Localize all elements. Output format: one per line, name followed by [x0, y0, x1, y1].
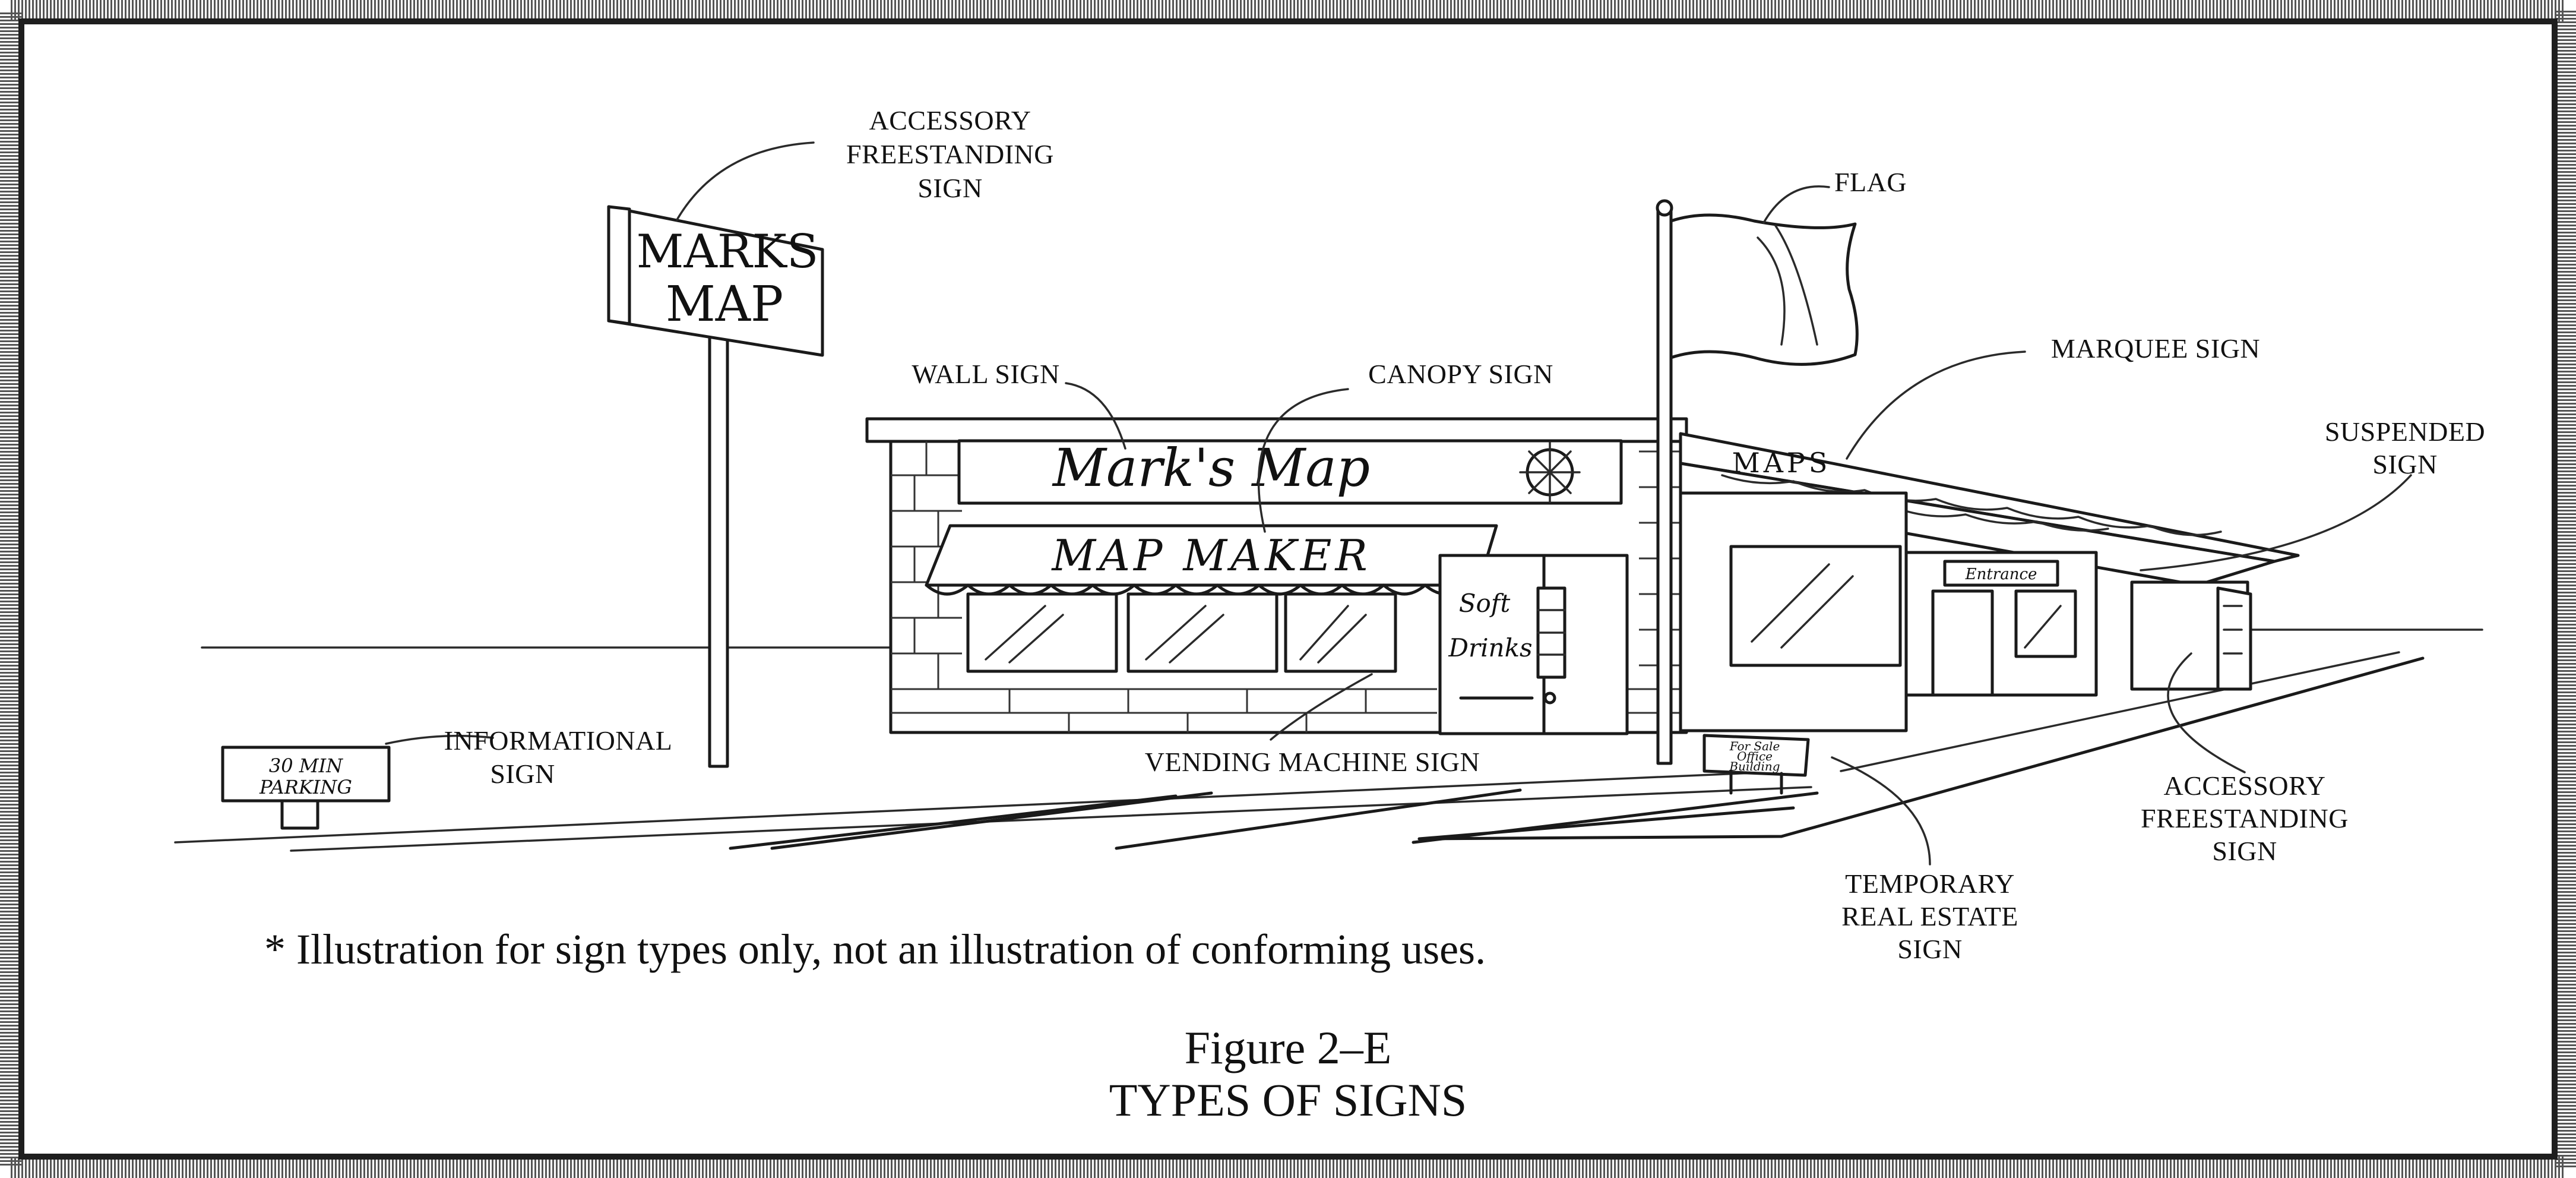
label-canopy-sign: CANOPY SIGN — [1368, 359, 1553, 389]
pole-sign: MARKS MAP — [609, 207, 822, 766]
label-accessory-freestanding-left-2: FREESTANDING — [846, 139, 1054, 169]
figure-number: Figure 2–E — [1185, 1022, 1392, 1073]
canopy-text: MAP MAKER — [1050, 530, 1371, 580]
label-accessory-freestanding-right-3: SIGN — [2212, 836, 2277, 866]
real-estate-line3: Building — [1729, 759, 1780, 773]
label-vending-machine: VENDING MACHINE SIGN — [1145, 747, 1480, 777]
label-accessory-freestanding-right-1: ACCESSORY — [2164, 770, 2326, 801]
label-accessory-freestanding-left-1: ACCESSORY — [869, 105, 1031, 135]
illustration-note: * Illustration for sign types only, not … — [264, 926, 1486, 973]
label-suspended-1: SUSPENDED — [2325, 416, 2485, 447]
parking-sign-line2: PARKING — [259, 776, 352, 798]
vending-machine: Soft Drinks — [1440, 555, 1627, 734]
label-marquee-sign: MARQUEE SIGN — [2051, 333, 2260, 364]
vending-line1: Soft — [1459, 589, 1511, 618]
label-wall-sign: WALL SIGN — [912, 359, 1059, 389]
real-estate-sign: For Sale Office Building — [1704, 735, 1808, 793]
label-accessory-freestanding-left-3: SIGN — [917, 173, 982, 203]
parking-sign-line1: 30 MIN — [269, 754, 343, 777]
label-informational-2: SIGN — [490, 759, 555, 789]
label-suspended-2: SIGN — [2372, 449, 2437, 479]
label-accessory-freestanding-right-2: FREESTANDING — [2141, 803, 2349, 833]
label-temporary-3: SIGN — [1897, 934, 1962, 964]
label-informational-1: INFORMATIONAL — [444, 725, 673, 756]
marquee-text: MAPS — [1732, 447, 1831, 479]
label-temporary-1: TEMPORARY — [1845, 869, 2015, 899]
figure-title: TYPES OF SIGNS — [1109, 1074, 1467, 1126]
label-flag: FLAG — [1834, 167, 1907, 197]
vending-line2: Drinks — [1448, 633, 1532, 662]
right-building: MAPS Entrance — [1681, 434, 2298, 731]
wall-sign-text: Mark's Map — [1052, 437, 1370, 498]
label-temporary-2: REAL ESTATE — [1841, 901, 2018, 931]
parking-sign: 30 MIN PARKING — [223, 747, 389, 828]
suspended-sign-text: Entrance — [1965, 566, 2037, 583]
pole-sign-line2: MAP — [666, 276, 783, 333]
pole-sign-line1: MARKS — [637, 225, 819, 279]
